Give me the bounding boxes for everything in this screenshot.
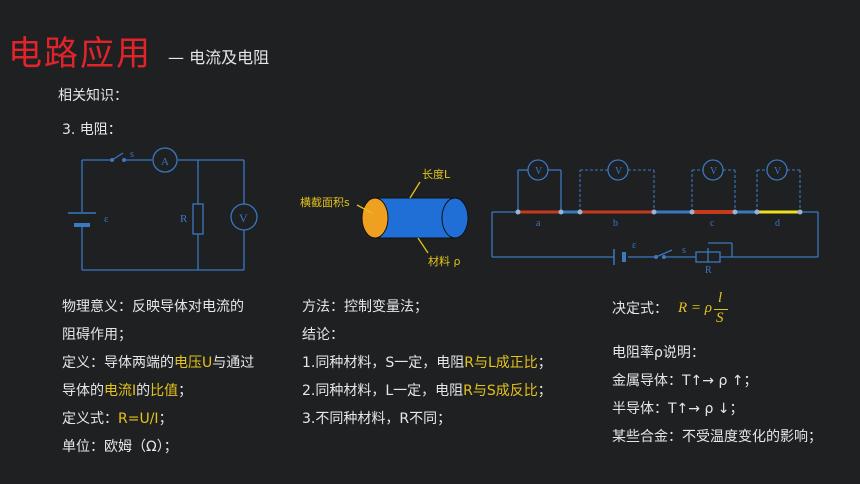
page-subtitle: — 电流及电阻 [168, 48, 270, 67]
method-line: 方法：控制变量法； [302, 299, 428, 315]
voltage-highlight: 电压U [174, 355, 213, 371]
rheostat-label: R [705, 265, 712, 276]
voltmeter-d-label: V [774, 166, 782, 177]
material-label: 材料 ρ [428, 254, 460, 268]
definition-line-2: 导体的电流I的比值； [62, 383, 193, 399]
section-heading: 3. 电阻： [62, 122, 122, 138]
formula-highlight: R=U/I [118, 411, 159, 427]
semiconductor-note: 半导体：T↑→ ρ ↓； [612, 401, 744, 417]
voltmeter-b-label: V [615, 166, 623, 177]
definition-line-1: 定义：导体两端的电压U与通过 [62, 355, 255, 371]
wire-d-label: d [775, 218, 780, 229]
wire-c-label: c [710, 218, 715, 229]
current-highlight: 电流I [104, 383, 137, 399]
area-label: 横截面积s [300, 195, 350, 209]
meaning-line-1: 物理意义：反映导体对电流的 [62, 299, 244, 315]
conclusion-2: 2.同种材料，L一定，电阻R与S成反比； [302, 383, 552, 399]
conclusion-3: 3.不同种材料，R不同； [302, 411, 452, 427]
text-column-method: 方法：控制变量法； 结论： 1.同种材料，S一定，电阻R与L成正比； 2.同种材… [302, 293, 552, 433]
voltmeter-a-label: V [535, 166, 543, 177]
resistivity-heading: 电阻率ρ说明： [612, 345, 705, 361]
related-knowledge-label: 相关知识： [58, 88, 128, 104]
page-title: 电路应用 [8, 34, 152, 74]
alloy-note: 某些合金：不受温度变化的影响； [612, 429, 822, 445]
conclusion-1: 1.同种材料，S一定，电阻R与L成正比； [302, 355, 552, 371]
text-column-definition: 物理意义：反映导体对电流的 阻碍作用； 定义：导体两端的电压U与通过 导体的电流… [62, 293, 254, 461]
wire-a-label: a [536, 218, 541, 229]
formula-line: 定义式：R=U/I； [62, 411, 173, 427]
emf-label: ε [104, 213, 109, 225]
ammeter-label: A [161, 156, 169, 168]
meaning-line-2: 阻碍作用； [62, 327, 132, 343]
unit-line: 单位：欧姆（Ω）； [62, 439, 178, 455]
resistivity-notes: 电阻率ρ说明： 金属导体：T↑→ ρ ↑； 半导体：T↑→ ρ ↓； 某些合金：… [612, 339, 822, 451]
determining-formula: 决定式： [612, 301, 668, 317]
conductor-cylinder [361, 197, 469, 239]
emf2-label: ε [632, 240, 636, 251]
switch-label: s [130, 149, 134, 160]
length-label: 长度L [422, 167, 451, 181]
metal-note: 金属导体：T↑→ ρ ↑； [612, 373, 758, 389]
voltmeter-c-label: V [710, 166, 718, 177]
resistor-label: R [180, 213, 188, 225]
voltmeter-label: V [239, 211, 248, 225]
conclusion-label: 结论： [302, 327, 344, 343]
circuit-diagram-left [81, 147, 258, 271]
wire-b-label: b [613, 218, 618, 229]
ratio-highlight: 比值 [150, 383, 179, 399]
switch2-label: s [682, 245, 686, 256]
